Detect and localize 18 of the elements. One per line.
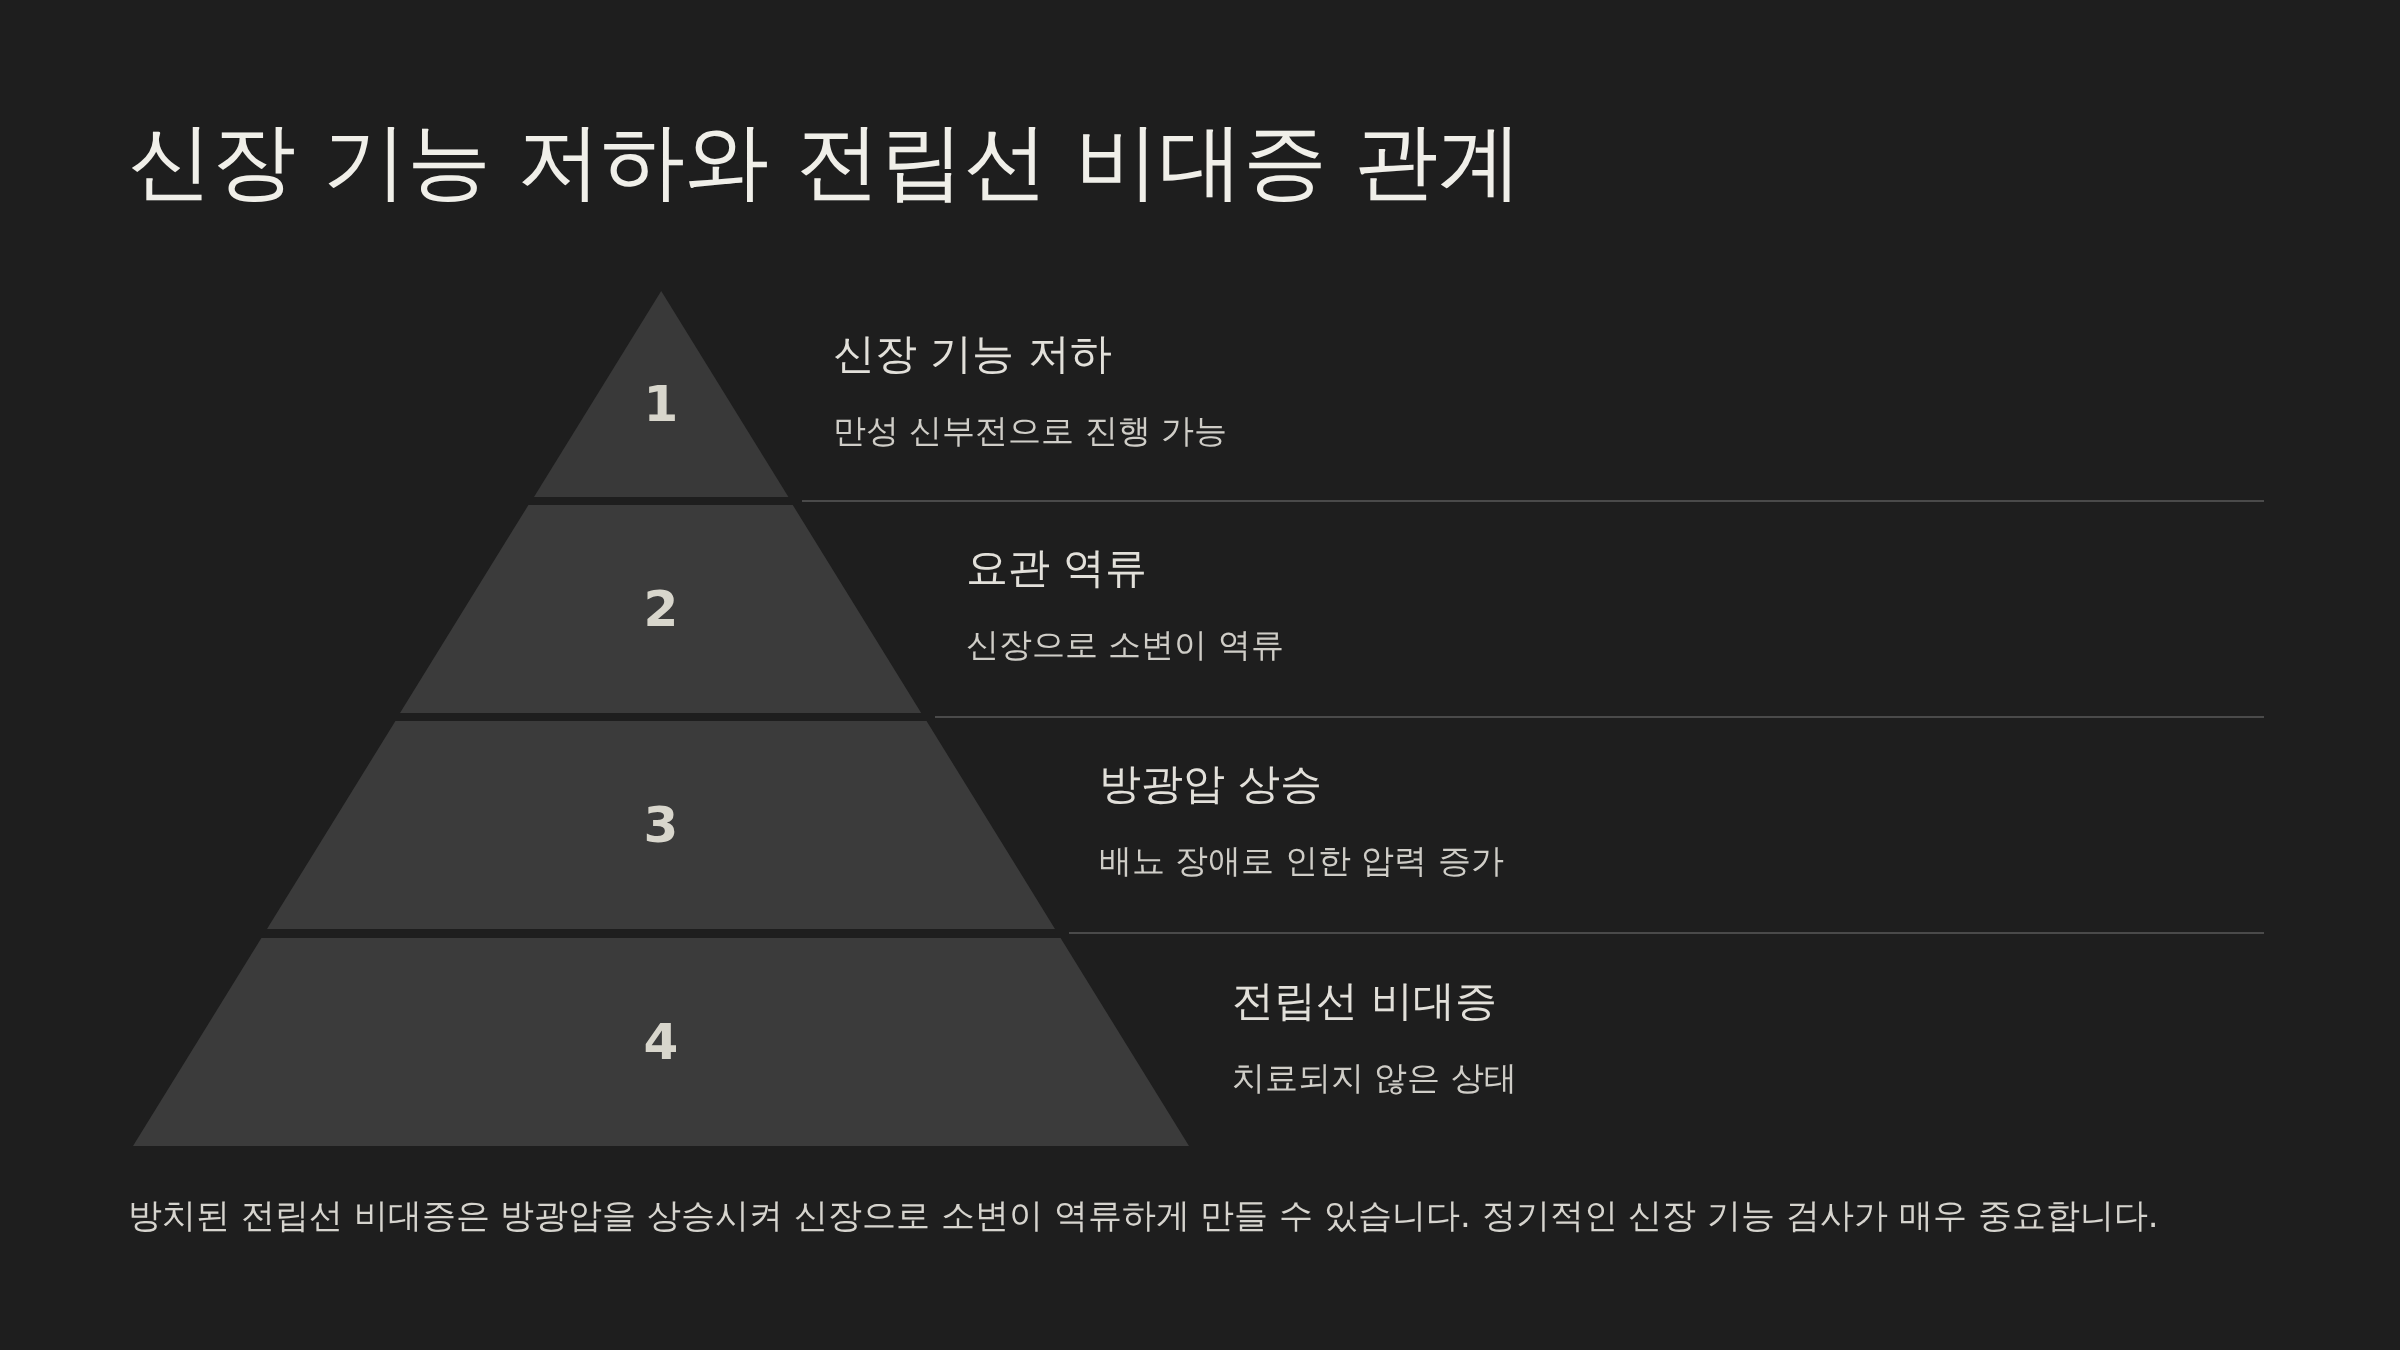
layer-number: 1 [643, 375, 679, 433]
layer-description: 만성 신부전으로 진행 가능 [833, 410, 1228, 452]
caption: 방치된 전립선 비대증은 방광압을 상승시켜 신장으로 소변이 역류하게 만들 수 있습니다. 정기적인 신장 기능 검사가 매우 중요합니다. [128, 1194, 2160, 1237]
pyramid-layer [133, 938, 1189, 1146]
layer-number: 3 [643, 796, 679, 854]
layer-heading: 전립선 비대증 [1232, 975, 1498, 1027]
pyramid-layer [267, 721, 1055, 929]
layer-number: 4 [643, 1013, 679, 1071]
layer-heading: 신장 기능 저하 [833, 328, 1112, 380]
title: 신장 기능 저하와 전립선 비대증 관계 [128, 111, 1522, 212]
layer-description: 배뇨 장애로 인한 압력 증가 [1099, 840, 1504, 882]
layer-description: 치료되지 않은 상태 [1232, 1057, 1517, 1099]
layer-description: 신장으로 소변이 역류 [966, 624, 1284, 666]
layer-number: 2 [643, 580, 679, 638]
layer-heading: 요관 역류 [966, 542, 1148, 594]
pyramid-layer [533, 291, 789, 497]
pyramid-layer [400, 505, 922, 713]
layer-heading: 방광압 상승 [1099, 758, 1323, 810]
